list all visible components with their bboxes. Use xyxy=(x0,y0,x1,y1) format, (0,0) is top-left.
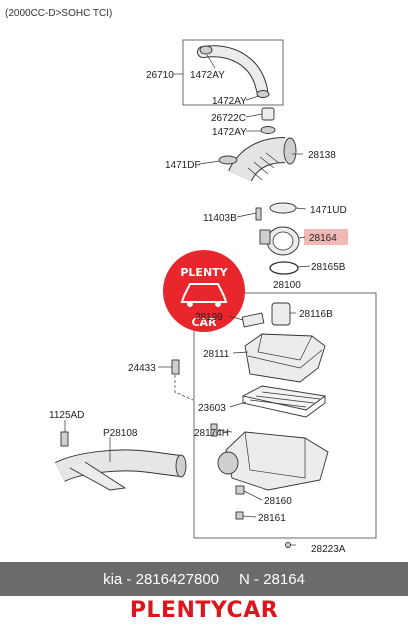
lower-housing xyxy=(225,431,329,491)
clamp-1471df xyxy=(218,155,238,165)
lower-housing-wall xyxy=(244,431,306,479)
label-1471ud: 1471UD xyxy=(310,205,347,216)
car-wheel-left xyxy=(187,301,193,307)
bolt-1125ad xyxy=(60,431,69,447)
label-24433: 24433 xyxy=(128,363,156,374)
label-28138: 28138 xyxy=(308,150,336,161)
label-p28108: P28108 xyxy=(103,428,138,439)
label-26710: 26710 xyxy=(146,70,174,81)
car-icon xyxy=(180,283,228,303)
hose-clamp-lower xyxy=(256,90,270,98)
brand-part-number: kia - 2816427800 xyxy=(103,570,220,588)
parts-diagram: (2000CC-D>SOHC TCI) PLENTY CAR xyxy=(5,8,377,555)
label-11403b: 11403B xyxy=(203,213,237,224)
label-28174h: 28174H xyxy=(194,428,229,439)
label-1472ay-a: 1472AY xyxy=(190,70,225,81)
bolt-11403b xyxy=(255,207,262,221)
duct-28116b xyxy=(271,302,291,326)
label-28116b: 28116B xyxy=(299,309,333,320)
hose-bellows xyxy=(247,152,280,181)
label-28161: 28161 xyxy=(258,513,286,524)
label-1471df: 1471DF xyxy=(165,160,201,171)
label-28111: 28111 xyxy=(203,349,230,360)
clamp-1472ay xyxy=(260,126,276,134)
car-wheel-right xyxy=(215,301,221,307)
hose-outlet xyxy=(283,137,297,165)
housing-rib xyxy=(257,333,313,361)
label-28165b: 28165B xyxy=(311,262,346,273)
watermark-bottom-text: CAR xyxy=(191,316,217,329)
bolt-24433-guide xyxy=(174,375,194,401)
bolt-24433 xyxy=(171,359,180,375)
part-number-highlight xyxy=(304,229,348,245)
label-28160: 28160 xyxy=(264,496,292,507)
engine-note: (2000CC-D>SOHC TCI) xyxy=(5,8,112,19)
hose-clamp-upper xyxy=(199,45,213,55)
leader-lines xyxy=(64,54,311,518)
label-28199: 28199 xyxy=(195,312,223,323)
clamp-1471ud xyxy=(269,202,297,214)
air-cleaner-assembly-box xyxy=(193,292,377,539)
upper-housing-28111 xyxy=(244,333,326,383)
bracket-28223a-head xyxy=(285,542,291,548)
sensor-bore xyxy=(272,231,294,251)
reference-number: N - 28164 xyxy=(239,570,305,588)
label-1472ay-c: 1472AY xyxy=(212,127,247,138)
label-28223a: 28223A xyxy=(311,544,346,555)
brand-name: PLENTYCAR xyxy=(129,598,279,623)
label-28100: 28100 xyxy=(273,280,301,291)
label-28164[interactable]: 28164 xyxy=(309,233,337,244)
label-1472ay-b: 1472AY xyxy=(212,96,247,107)
o-ring-28165b xyxy=(269,261,299,275)
housing-edge xyxy=(247,349,323,369)
watermark-logo: PLENTY CAR xyxy=(163,250,245,332)
nipple-26722c xyxy=(261,107,275,121)
watermark-top-text: PLENTY xyxy=(180,266,228,279)
part-number-footer: kia - 2816427800 N - 28164 xyxy=(0,562,408,596)
filter-frame xyxy=(242,396,326,418)
sensor-connector xyxy=(259,229,271,245)
label-28199 xyxy=(241,312,265,328)
label-23603: 23603 xyxy=(198,403,226,414)
label-26722c: 26722C xyxy=(211,113,246,124)
label-1125ad: 1125AD xyxy=(49,410,84,421)
duct-inlet-flange xyxy=(69,461,127,491)
intake-hose-28138 xyxy=(229,138,286,182)
bolt-28161 xyxy=(235,511,244,520)
filter-pleats xyxy=(249,391,321,408)
inlet-port xyxy=(217,451,239,475)
grommet-28160 xyxy=(235,485,245,495)
intake-duct-p28108 xyxy=(55,450,182,482)
duct-outlet xyxy=(175,454,187,478)
upper-hose-group-box xyxy=(182,39,284,106)
